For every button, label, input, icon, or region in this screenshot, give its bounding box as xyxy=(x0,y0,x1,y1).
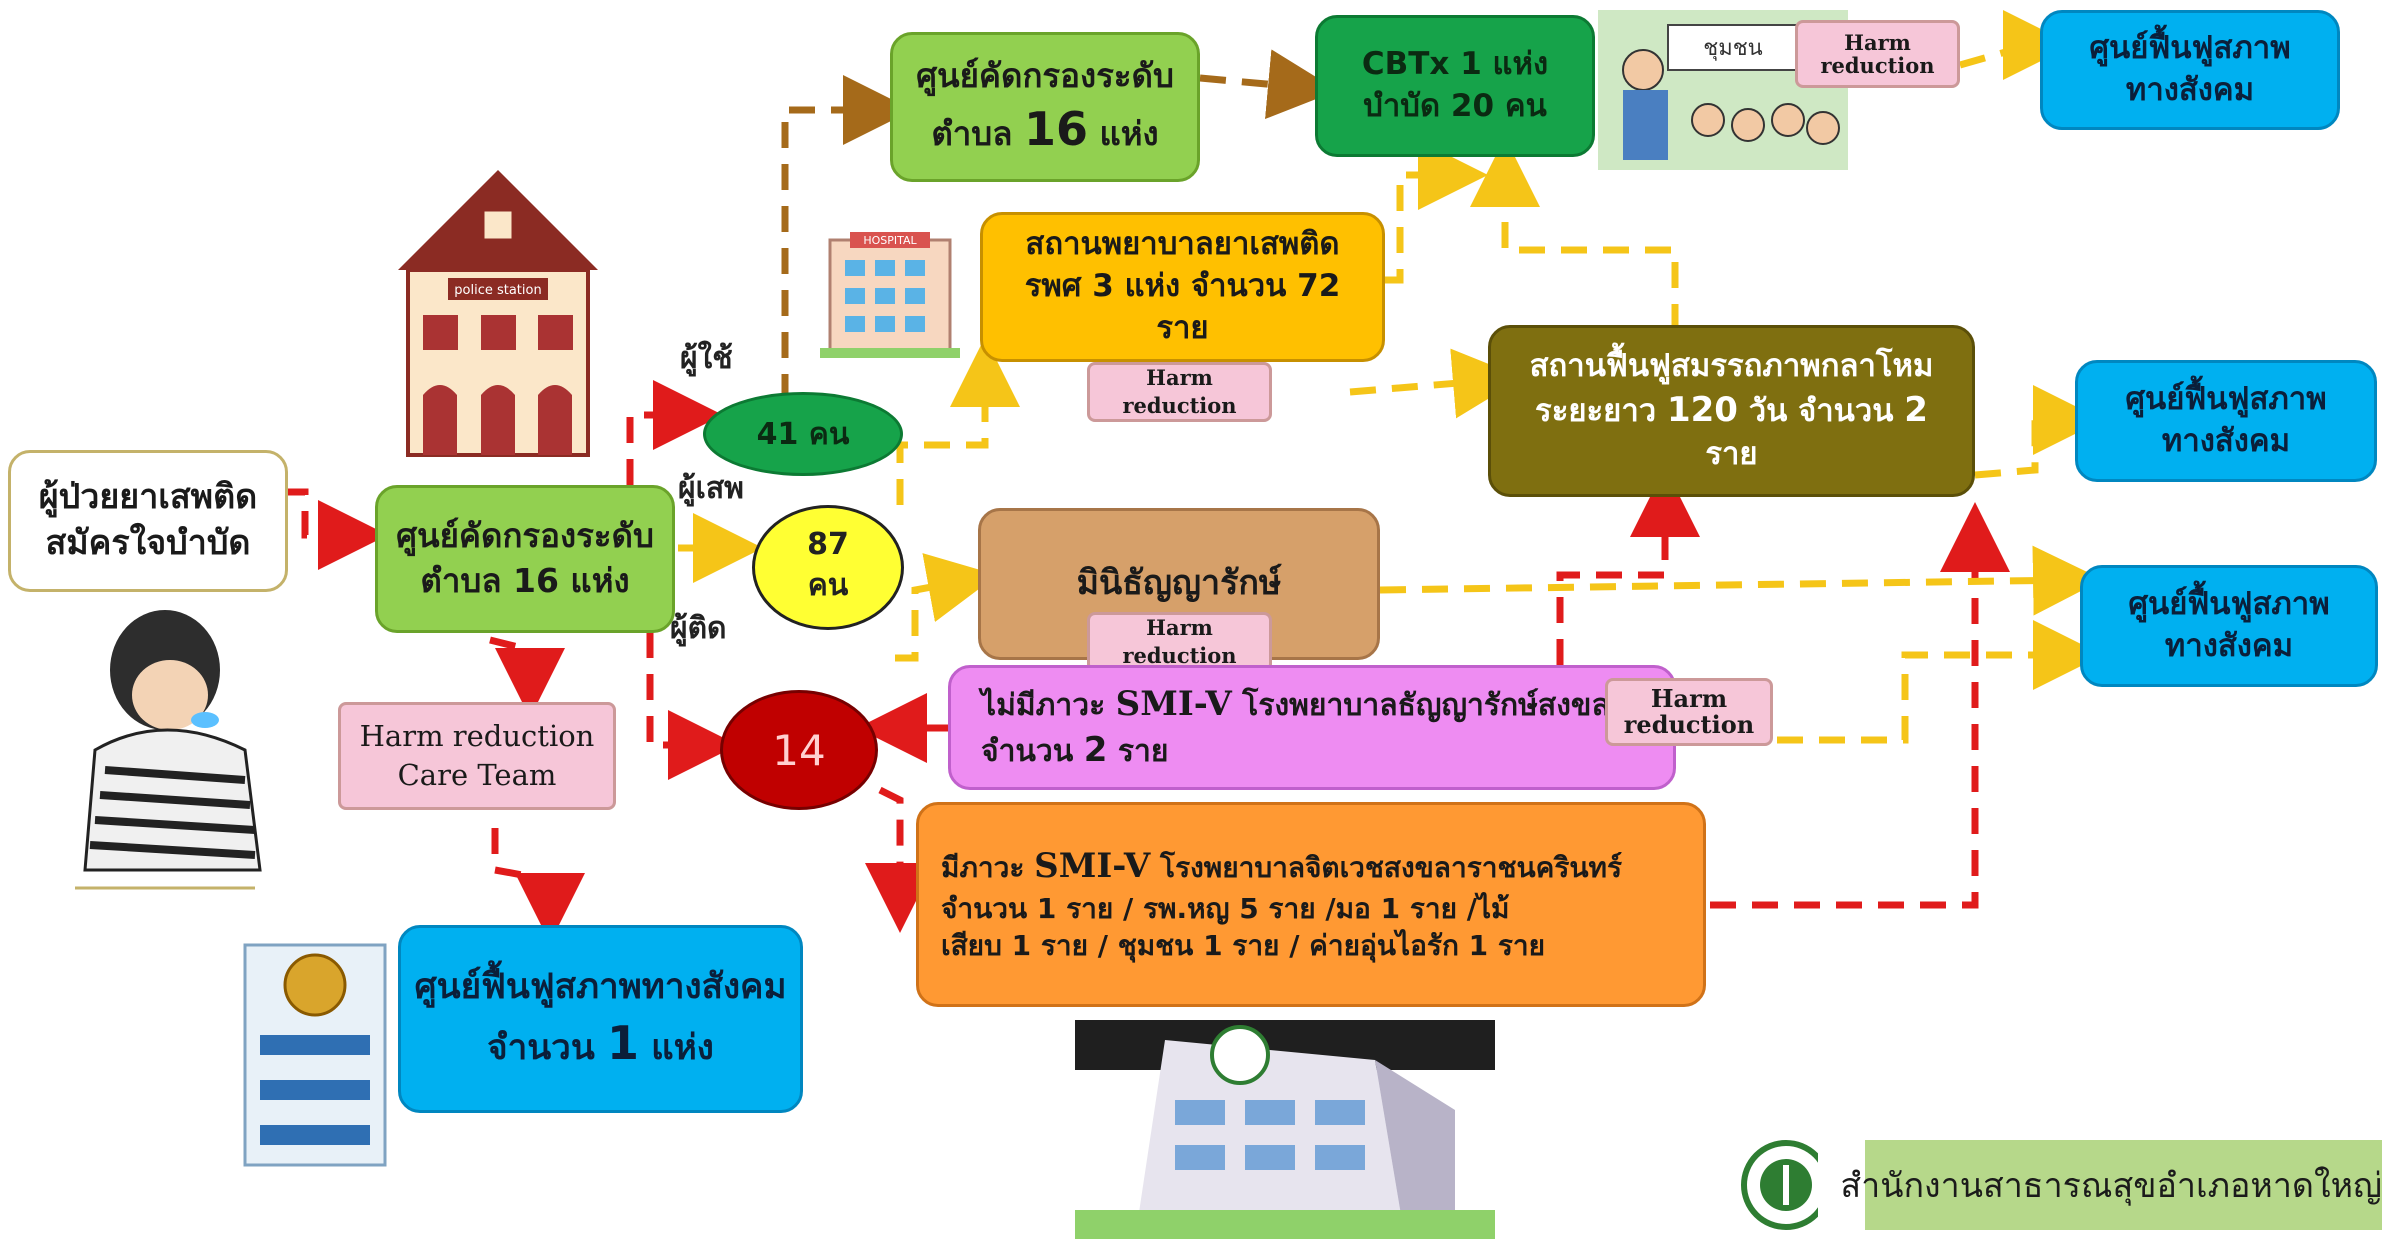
arrow-user-to-screening-top xyxy=(781,75,913,400)
harm-care-team-line1: Harm reduction xyxy=(359,718,595,753)
patient-illustration xyxy=(75,610,262,890)
footer-org: สำนักงานสาธารณสุขอำเภอหาดใหญ่ xyxy=(1840,1166,2382,1206)
arrow-nosmi-to-rehab xyxy=(1556,467,1700,665)
label-user: ผู้ใช้ xyxy=(680,341,733,376)
harm-care-team-line2: Care Team xyxy=(397,758,557,792)
hospital-sign: HOSPITAL xyxy=(863,234,917,247)
abuser-count-ellipse: 87 คน xyxy=(752,505,904,630)
smi-box: มีภาวะ SMI-V โรงพยาบาลจิตเวชสงขลาราชนคริ… xyxy=(916,802,1706,1007)
mini-hospital-label: มินิธัญญารักษ์ xyxy=(1076,563,1282,604)
government-building-illustration xyxy=(243,943,387,1167)
arrow-start-to-screening xyxy=(240,488,388,570)
start-line1: ผู้ป่วยยาเสพติด xyxy=(38,477,258,518)
screening-top-line2: ตำบล 16 แห่ง xyxy=(931,102,1159,157)
harm-reduction-top-line1: Harm xyxy=(1844,29,1911,55)
rehab-center-box: สถานฟื้นฟูสมรรถภาพกลาโหม ระยะยาว 120 วัน… xyxy=(1488,325,1975,497)
screening-left-line1: ศูนย์คัดกรองระดับ xyxy=(396,516,654,556)
smi-line1: มีภาวะ SMI-V โรงพยาบาลจิตเวชสงขลาราชนคริ… xyxy=(941,845,1623,886)
arrow-addict-to-smi xyxy=(865,786,935,933)
harm-reduction-top-line2: reduction xyxy=(1820,53,1935,78)
rehab-center-line1: สถานฟื้นฟูสมรรถภาพกลาโหม xyxy=(1529,348,1934,385)
arrow-hospital-to-cbtx xyxy=(1385,140,1488,284)
social-rehab-bottom-line1: ศูนย์ฟื้นฟูสภาพทางสังคม xyxy=(414,967,787,1008)
arrow-mini-to-social xyxy=(1379,545,2103,616)
rehab-center-line3: ราย xyxy=(1705,435,1758,472)
start-box: ผู้ป่วยยาเสพติด สมัครใจบำบัด xyxy=(8,450,288,592)
harm-reduction-mini: Harm reduction xyxy=(1087,612,1272,672)
arrow-harm-top-to-social xyxy=(1959,10,2073,80)
police-station-illustration: police station xyxy=(398,170,598,457)
label-abuser: ผู้เสพ xyxy=(678,471,744,506)
social-rehab-low-line2: ทางสังคม xyxy=(2164,628,2294,664)
footer: สำนักงานสาธารณสุขอำเภอหาดใหญ่ xyxy=(1740,1140,2382,1230)
arrow-hospital-to-rehab xyxy=(1349,348,1523,419)
arrow-smi-to-rehab xyxy=(1710,502,2010,909)
drug-hospital-line2: รพศ 3 แห่ง จำนวน 72 xyxy=(1024,268,1341,305)
social-rehab-bottom-box: ศูนย์ฟื้นฟูสภาพทางสังคม จำนวน 1 แห่ง xyxy=(398,925,803,1113)
label-addict: ผู้ติด xyxy=(670,611,727,646)
screening-top-line1: ศูนย์คัดกรองระดับ xyxy=(916,55,1174,95)
rehab-center-line2: ระยะยาว 120 วัน จำนวน 2 xyxy=(1535,390,1928,431)
abuser-count-unit: คน xyxy=(807,567,849,603)
arrow-rehab-to-cbtx xyxy=(1470,137,1679,330)
harm-reduction-mid-line2: reduction xyxy=(1623,710,1755,739)
social-rehab-low-line1: ศูนย์ฟื้นฟูสภาพ xyxy=(2128,586,2330,623)
screening-top-box: ศูนย์คัดกรองระดับ ตำบล 16 แห่ง xyxy=(890,32,1200,182)
arrow-nosmi-to-social xyxy=(1735,620,2103,744)
social-rehab-top-line2: ทางสังคม xyxy=(2125,72,2255,108)
cbtx-line2: บำบัด 20 คน xyxy=(1363,88,1547,124)
social-rehab-bottom-line2: จำนวน 1 แห่ง xyxy=(487,1015,714,1070)
hospital-illustration: HOSPITAL xyxy=(820,232,960,358)
social-rehab-mid-line2: ทางสังคม xyxy=(2161,423,2291,459)
abuser-count-num: 87 xyxy=(807,526,849,562)
addict-count-ellipse: 14 xyxy=(720,690,878,810)
drug-hospital-line3: ราย xyxy=(1156,309,1209,346)
arrow-screening-top-to-cbtx xyxy=(1199,49,1338,120)
user-count-ellipse: 41 คน xyxy=(703,392,903,476)
harm-reduction-top: Harm reduction xyxy=(1795,20,1960,88)
cbtx-line1: CBTx 1 แห่ง xyxy=(1361,46,1549,83)
police-sign: police station xyxy=(454,283,541,298)
cbtx-box: CBTx 1 แห่ง บำบัด 20 คน xyxy=(1315,15,1595,157)
social-rehab-mid-box: ศูนย์ฟื้นฟูสภาพ ทางสังคม xyxy=(2075,360,2377,482)
social-rehab-top-box: ศูนย์ฟื้นฟูสภาพ ทางสังคม xyxy=(2040,10,2340,130)
smi-line3: เสียบ 1 ราย / ชุมชน 1 ราย / ค่ายอุ่นไอรั… xyxy=(941,929,1546,963)
screening-left-line2: ตำบล 16 แห่ง xyxy=(420,561,630,600)
arrow-screening-to-user xyxy=(626,380,723,485)
arrow-screening-to-addict xyxy=(646,590,738,780)
harm-reduction-mid: Harm reduction xyxy=(1605,678,1773,746)
arrow-abuser-to-hospital xyxy=(896,337,1020,505)
social-rehab-top-line1: ศูนย์ฟื้นฟูสภาพ xyxy=(2089,30,2291,67)
screening-left-box: ศูนย์คัดกรองระดับ ตำบล 16 แห่ง xyxy=(375,485,675,633)
harm-reduction-hospital: Harm reduction xyxy=(1087,362,1272,422)
social-rehab-low-box: ศูนย์ฟื้นฟูสภาพ ทางสังคม xyxy=(2080,565,2378,687)
no-smi-line2: จำนวน 2 ราย xyxy=(981,729,1169,770)
harm-reduction-mid-line1: Harm xyxy=(1650,683,1728,713)
drug-hospital-line1: สถานพยาบาลยาเสพติด xyxy=(1025,226,1340,263)
arrow-screening-to-care-team xyxy=(489,636,565,718)
community-sign: ชุมชน xyxy=(1703,36,1762,61)
no-smi-line1: ไม่มีภาวะ SMI-V โรงพยาบาลธัญญารักษ์สงขลา xyxy=(981,683,1627,724)
arrow-rehab-to-social xyxy=(1974,385,2103,479)
no-smi-box: ไม่มีภาวะ SMI-V โรงพยาบาลธัญญารักษ์สงขลา… xyxy=(948,665,1676,790)
social-rehab-mid-line1: ศูนย์ฟื้นฟูสภาพ xyxy=(2125,381,2327,418)
arrow-care-team-to-social xyxy=(491,828,585,943)
arrow-abuser-to-mini xyxy=(895,553,998,662)
drug-hospital-box: สถานพยาบาลยาเสพติด รพศ 3 แห่ง จำนวน 72 ร… xyxy=(980,212,1385,362)
smi-line2: จำนวน 1 ราย / รพ.หญ 5 ราย /มอ 1 ราย /ไม้ xyxy=(941,891,1510,925)
ministry-logo-icon xyxy=(1741,1140,1819,1230)
public-health-building-illustration xyxy=(1075,1020,1495,1239)
harm-care-team-box: Harm reduction Care Team xyxy=(338,702,616,810)
start-line2: สมัครใจบำบัด xyxy=(45,523,251,563)
